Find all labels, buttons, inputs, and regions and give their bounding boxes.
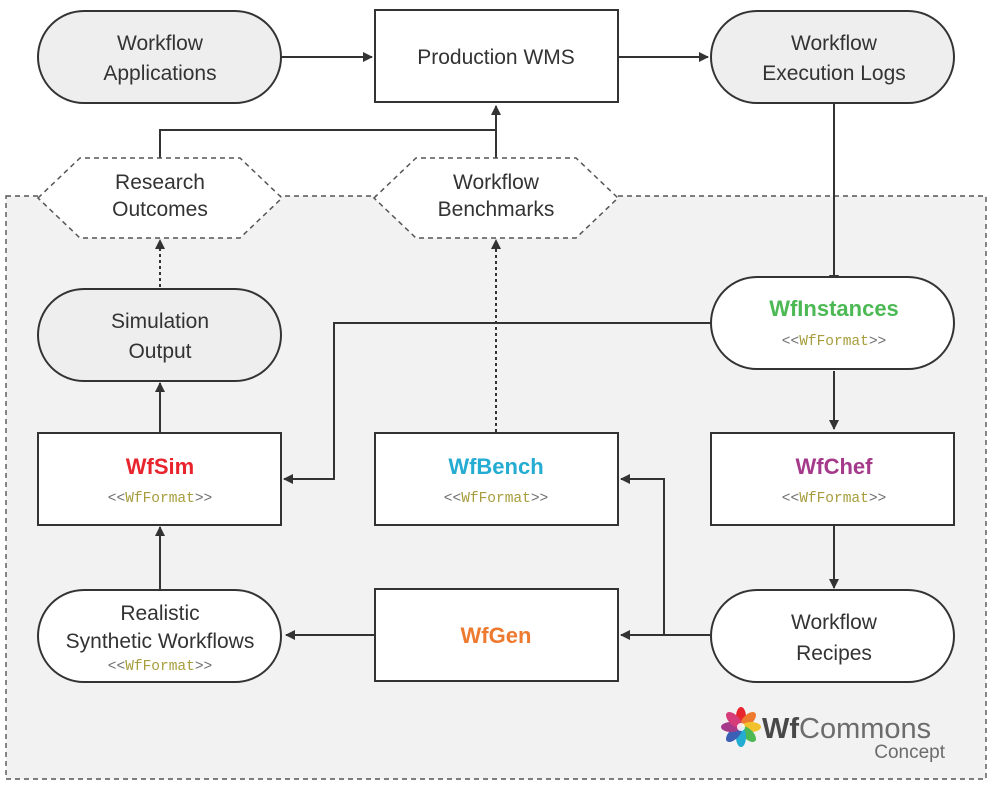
wfchef-node: WfChef <<WfFormat>> [710,432,955,526]
simulation-output-line1: Simulation [111,310,209,333]
research-outcomes-line2: Outcomes [112,198,208,221]
wfgen-node: WfGen [374,588,619,682]
wfbench-label: WfBench [448,454,543,479]
wfsim-node: WfSim <<WfFormat>> [37,432,282,526]
arrow-wfinstances-to-wfsim [283,322,710,484]
workflow-recipes-line2: Recipes [796,642,872,665]
workflow-benchmarks-line2: Benchmarks [438,198,555,221]
workflow-execution-logs-node: Workflow Execution Logs [710,10,955,104]
wfinstances-node: WfInstances <<WfFormat>> [710,276,955,370]
workflow-applications-line2: Applications [103,62,216,85]
realistic-synthetic-line2: Synthetic Workflows [66,630,255,653]
realistic-synthetic-format-tag: <<WfFormat>> [108,659,212,675]
flower-logo-icon [721,707,761,747]
research-outcomes-node: Research Outcomes [36,157,284,239]
connectors [155,52,839,640]
production-wms-node: Production WMS [374,9,619,103]
simulation-output-node: Simulation Output [37,288,282,382]
workflow-recipes-node: Workflow Recipes [710,589,955,683]
simulation-output-line2: Output [128,340,191,363]
realistic-synthetic-line1: Realistic [120,602,199,625]
brand-wordmark: WfCommons [762,713,931,745]
research-outcomes-line1: Research [115,171,205,194]
wfsim-label: WfSim [126,454,194,479]
wfinstances-format-tag: <<WfFormat>> [782,334,886,350]
workflow-benchmarks-node: Workflow Benchmarks [372,157,620,239]
workflow-applications-node: Workflow Applications [37,10,282,104]
production-wms-label: Production WMS [417,46,575,69]
arrow-outcomes-to-wms [159,129,496,158]
wfbench-node: WfBench <<WfFormat>> [374,432,619,526]
wfcommons-branding: WfCommons Concept [721,707,946,763]
brand-subtitle: Concept [874,742,945,763]
wfsim-format-tag: <<WfFormat>> [108,491,212,507]
wfchef-label: WfChef [796,454,874,479]
workflow-recipes-line1: Workflow [791,611,878,634]
workflow-execution-logs-line1: Workflow [791,32,878,55]
workflow-execution-logs-line2: Execution Logs [762,62,906,85]
realistic-synthetic-workflows-node: Realistic Synthetic Workflows <<WfFormat… [37,589,282,683]
wfgen-label: WfGen [461,623,532,648]
wfinstances-label: WfInstances [769,296,899,321]
arrow-recipes-to-wfbench [620,474,665,635]
workflow-applications-line1: Workflow [117,32,204,55]
wfbench-format-tag: <<WfFormat>> [444,491,548,507]
workflow-benchmarks-line1: Workflow [453,171,540,194]
wfchef-format-tag: <<WfFormat>> [782,491,886,507]
